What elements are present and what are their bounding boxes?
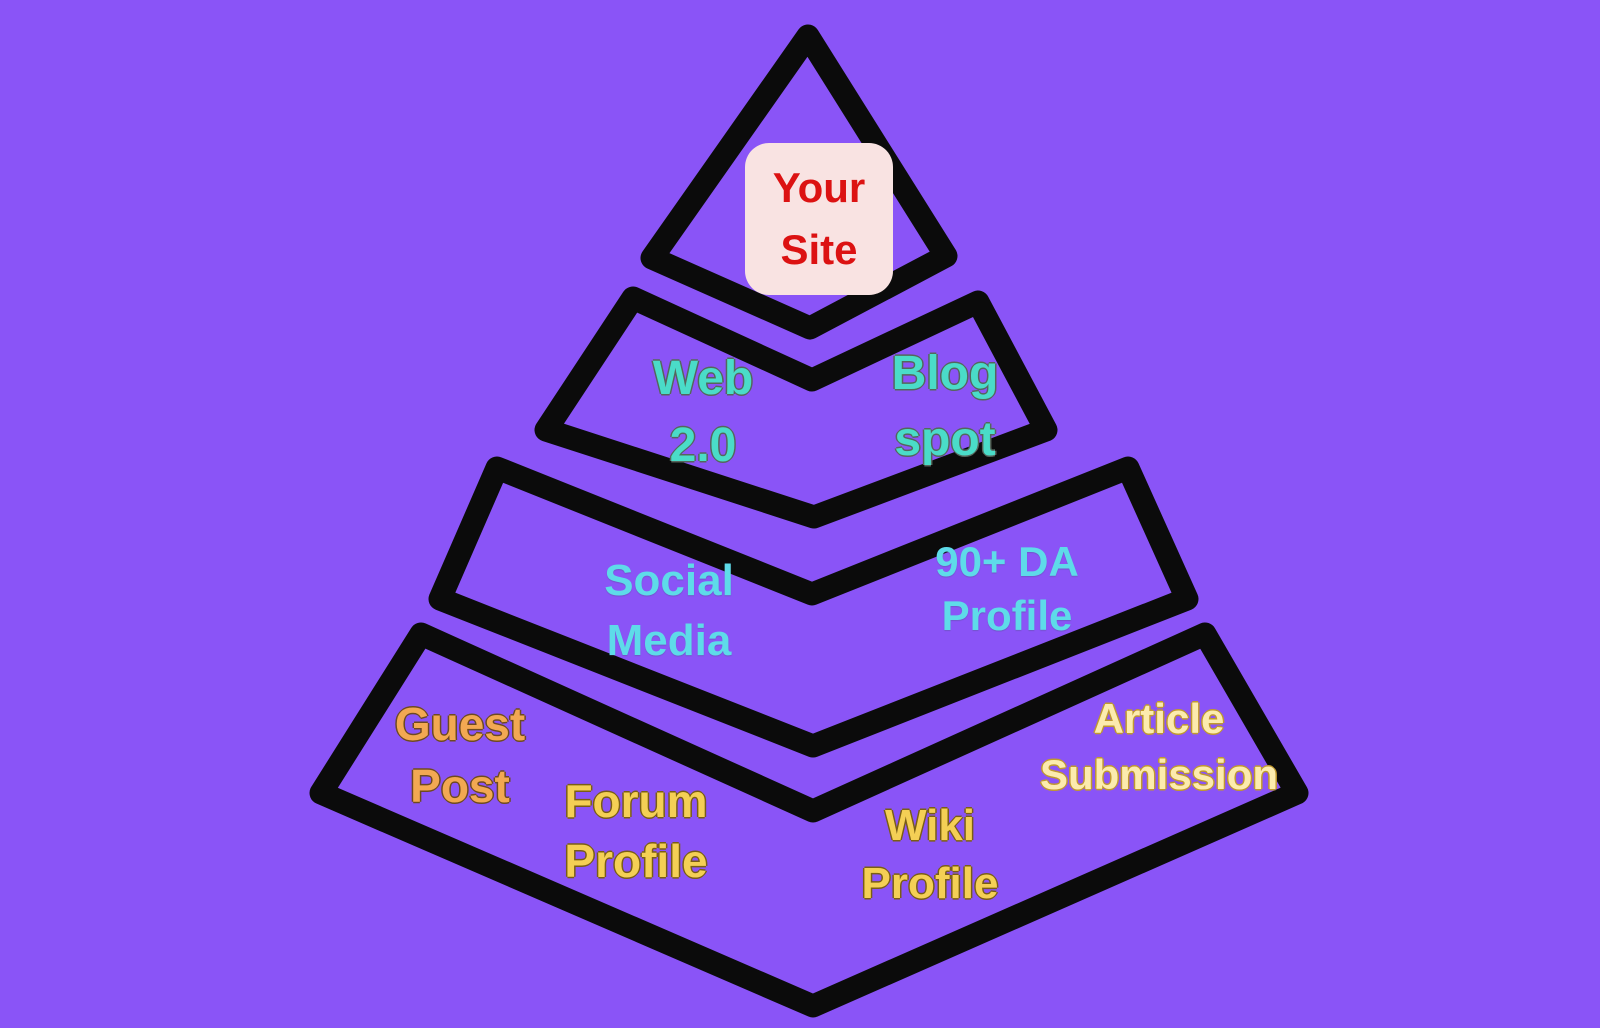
da-profile-line1: 90+ DA [935,538,1079,585]
label-web-2-0: Web 2.0 [653,345,753,479]
article-submission-line2: Submission [1039,751,1279,798]
label-blog-spot: Blog spot [892,341,999,473]
guest-post-line2: Post [410,760,510,812]
label-forum-profile: Forum Profile [564,771,707,891]
web20-line1: Web [652,352,754,405]
article-submission-line1: Article [1093,695,1225,742]
your-site-label-line1: Your [772,164,866,211]
blogspot-line1: Blog [891,347,999,400]
guest-post-line1: Guest [394,698,526,750]
your-site-label-line2: Site [780,226,858,273]
label-wiki-profile: Wiki Profile [862,797,999,913]
tier3-band-shape [428,456,1199,758]
social-media-line1: Social [604,556,734,605]
blogspot-line2: spot [894,413,996,466]
tier2-band-shape [534,286,1058,529]
label-article-submission: Article Submission [1040,691,1278,803]
label-90-da-profile: 90+ DA Profile [935,535,1079,643]
your-site-card: Your Site [745,143,893,295]
forum-profile-line1: Forum [564,775,708,827]
wiki-profile-line1: Wiki [884,801,976,850]
web20-line2: 2.0 [669,419,737,472]
label-social-media: Social Media [604,551,734,671]
wiki-profile-line2: Profile [861,859,999,908]
tier4-band-shape [309,622,1309,1018]
label-guest-post: Guest Post [395,693,525,817]
da-profile-line2: Profile [941,592,1073,639]
social-media-line2: Media [606,616,732,665]
forum-profile-line2: Profile [564,835,708,887]
